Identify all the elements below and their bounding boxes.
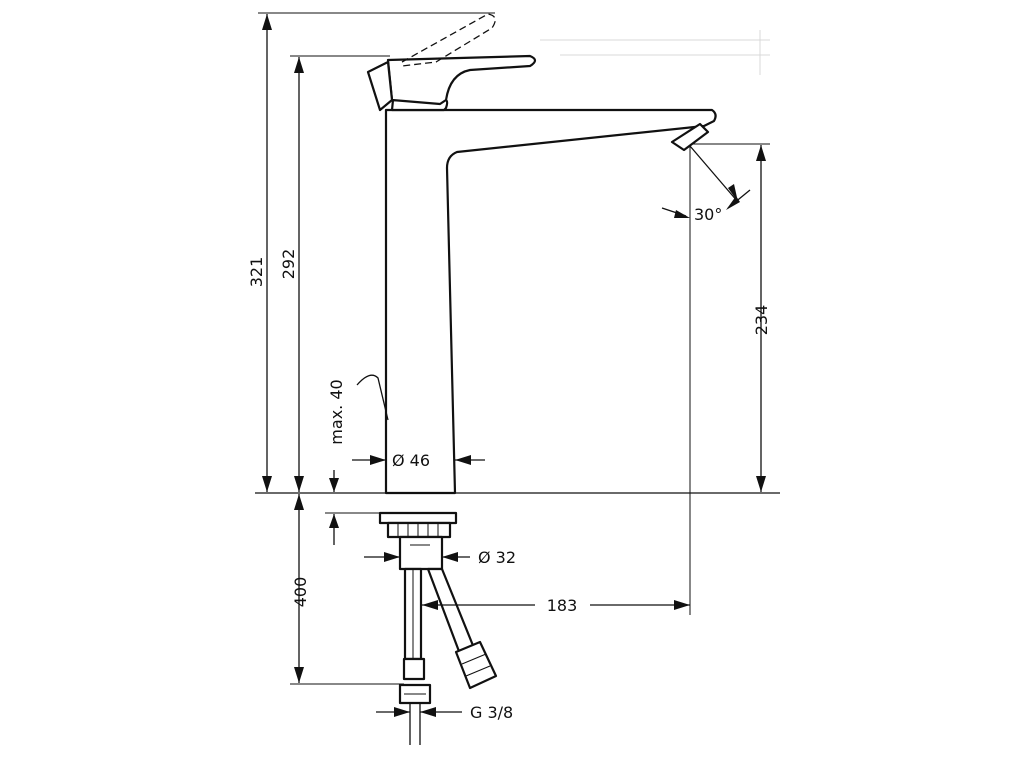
lever-handle [386, 54, 537, 106]
label-hose-depth: 400 [291, 577, 310, 608]
dimension-thread: G 3/8 [376, 703, 513, 722]
dimension-hose-depth: 400 [290, 494, 404, 685]
supply-hose-angled [426, 567, 476, 656]
background-artifacts [540, 30, 770, 75]
dimension-spout-angle: 30° [661, 145, 751, 224]
label-body-diameter: Ø 46 [392, 451, 430, 470]
mounting-nut [386, 521, 452, 539]
dimension-total-height: 321 [247, 12, 495, 492]
dimension-spout-height: 234 [692, 143, 771, 492]
threaded-shank [398, 535, 444, 571]
hose-nut-straight [402, 657, 426, 681]
dimension-projection: 183 [422, 145, 691, 615]
label-lever-height: 292 [279, 249, 298, 280]
spout-aerator [670, 122, 710, 152]
dimension-max-deck: max. 40 [325, 379, 380, 545]
lever-back [366, 60, 394, 112]
faucet-body [356, 13, 717, 495]
faucet-column-and-spout [384, 108, 717, 495]
mounting-flange [378, 511, 458, 525]
dimension-body-diameter: Ø 46 [352, 451, 485, 470]
under-deck-assembly [378, 511, 498, 745]
label-thread: G 3/8 [470, 703, 513, 722]
label-spout-angle: 30° [694, 205, 722, 224]
label-spout-height: 234 [752, 305, 771, 336]
dimension-lever-height: 292 [279, 55, 390, 492]
label-projection: 183 [547, 596, 578, 615]
label-total-height: 321 [247, 257, 266, 288]
popup-rod [356, 374, 389, 421]
hose-nut-angled [454, 640, 498, 690]
label-shank-diameter: Ø 32 [478, 548, 516, 567]
label-max-deck: max. 40 [327, 379, 346, 444]
dimension-shank-diameter: Ø 32 [364, 548, 516, 567]
